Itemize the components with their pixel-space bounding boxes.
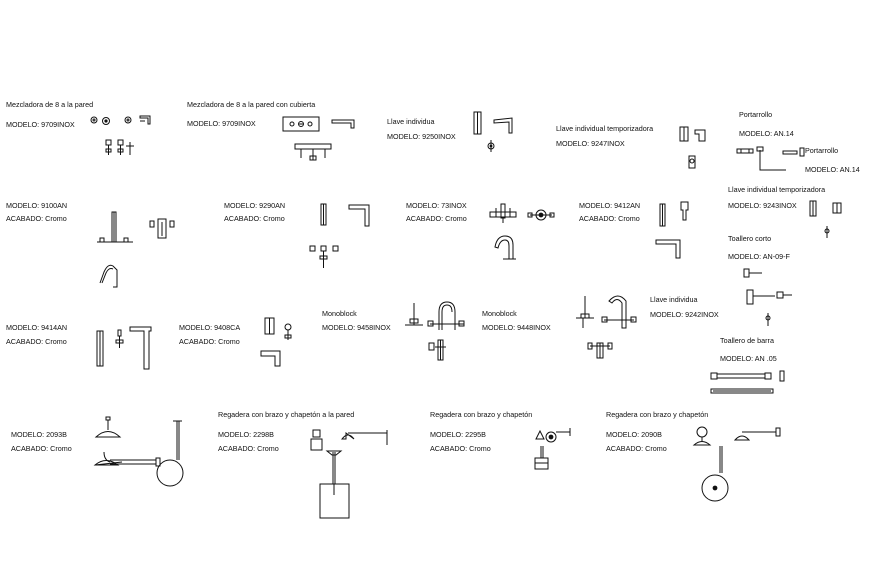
shower-2298-symbol	[311, 430, 387, 518]
timed-faucet-9243-symbol	[810, 201, 841, 238]
block-model: MODELO: AN.14	[739, 129, 794, 138]
wall-mixer-cover-symbol	[283, 117, 354, 160]
block-title: Regadera con brazo y chapetón	[606, 410, 709, 419]
single-faucet-symbol	[474, 112, 512, 152]
block-model: MODELO: 9250INOX	[387, 132, 456, 141]
block-model: MODELO: AN .05	[720, 354, 777, 363]
block-finish: ACABADO: Cromo	[11, 444, 72, 453]
block-title: Monoblock	[482, 309, 517, 318]
block-finish: ACABADO: Cromo	[6, 337, 67, 346]
block-title: Mezcladora de 8 a la pared con cubierta	[187, 100, 316, 109]
shower-2295-symbol	[535, 428, 570, 469]
block-title: Llave individual temporizadora	[728, 185, 826, 194]
block-finish: ACABADO: Cromo	[406, 214, 467, 223]
block-model: MODELO: AN-09-F	[728, 252, 790, 261]
block-model: MODELO: 9290AN	[224, 201, 286, 210]
block-title: Regadera con brazo y chapetón	[430, 410, 533, 419]
shower-2093-symbol	[95, 417, 183, 486]
block-finish: ACABADO: Cromo	[606, 444, 667, 453]
block-finish: ACABADO: Cromo	[6, 214, 67, 223]
block-finish: ACABADO: Cromo	[579, 214, 640, 223]
monoblock-9448-symbol	[576, 296, 636, 358]
block-model: MODELO: 9243INOX	[728, 201, 797, 210]
block-model: MODELO: 9412AN	[579, 201, 641, 210]
block-title: Llave individua	[387, 117, 435, 126]
block-finish: ACABADO: Cromo	[430, 444, 491, 453]
block-title: Mezcladora de 8 a la pared	[6, 100, 94, 109]
block-model: MODELO: 9458INOX	[322, 323, 391, 332]
short-towel-bar-symbol	[744, 269, 792, 326]
block-title: Toallero corto	[728, 234, 772, 243]
block-model: MODELO: 9709INOX	[187, 119, 256, 128]
block-model: MODELO: 9709INOX	[6, 120, 75, 129]
block-model: MODELO: 9247INOX	[556, 139, 625, 148]
shower-2090-symbol	[694, 427, 780, 501]
timed-faucet-symbol	[680, 127, 705, 168]
block-model: MODELO: 9408CA	[179, 323, 241, 332]
block-model: MODELO: 9100AN	[6, 201, 68, 210]
block-model: MODELO: 9242INOX	[650, 310, 719, 319]
block-title: Monoblock	[322, 309, 357, 318]
block-model: MODELO: 9448INOX	[482, 323, 551, 332]
faucet-9408-symbol	[261, 318, 291, 366]
wall-mixer-symbol	[91, 116, 150, 155]
block-title: Toallero de barra	[720, 336, 774, 345]
faucet-73-symbol	[490, 204, 554, 259]
faucet-9100-symbol	[97, 212, 174, 287]
block-model: MODELO: 9414AN	[6, 323, 68, 332]
faucet-9414-symbol	[97, 327, 151, 369]
block-model: MODELO: 2295B	[430, 430, 486, 439]
block-model: MODELO: 73INOX	[406, 201, 467, 210]
block-model: MODELO: 2090B	[606, 430, 662, 439]
block-model: MODELO: AN.14	[805, 165, 860, 174]
block-title: Regadera con brazo y chapetón a la pared	[218, 410, 355, 419]
faucet-9290-symbol	[310, 204, 369, 268]
monoblock-9458-symbol	[405, 302, 464, 360]
block-model: MODELO: 2093B	[11, 430, 67, 439]
block-title: Llave individua	[650, 295, 698, 304]
block-model: MODELO: 2298B	[218, 430, 274, 439]
block-finish: ACABADO: Cromo	[218, 444, 279, 453]
block-title: Portarrollo	[739, 110, 773, 119]
block-finish: ACABADO: Cromo	[179, 337, 240, 346]
block-title: Portarrollo	[805, 146, 839, 155]
block-title: Llave individual temporizadora	[556, 124, 654, 133]
faucet-9412-symbol	[656, 202, 688, 258]
towel-bar-symbol	[711, 371, 784, 393]
toilet-roll-holder-symbol	[737, 147, 804, 170]
block-finish: ACABADO: Cromo	[224, 214, 285, 223]
